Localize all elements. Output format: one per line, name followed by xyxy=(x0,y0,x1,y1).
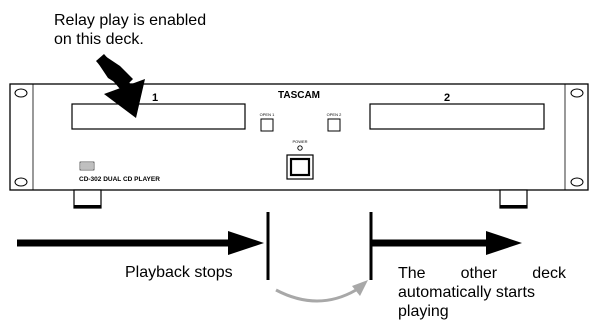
deck-1-label: 1 xyxy=(152,92,158,104)
foot-left-base xyxy=(74,205,101,208)
deck-2-tray xyxy=(369,103,545,130)
power-label: POWER xyxy=(292,139,307,144)
brand-logo: TASCAM xyxy=(278,90,320,101)
rack-hole-bottom-right xyxy=(570,177,584,187)
power-indicator xyxy=(297,145,303,151)
rack-hole-top-left xyxy=(14,88,28,98)
deck-1-tray xyxy=(71,103,246,130)
callout-line-1: Relay play is enabled xyxy=(54,12,207,29)
callout-arrow-shaft xyxy=(96,54,134,96)
rack-hole-top-right xyxy=(570,88,584,98)
playback-stops-label: Playback stops xyxy=(125,264,233,281)
callout-line-2: on this deck. xyxy=(54,31,144,48)
deck-2-label: 2 xyxy=(444,92,450,104)
compact-disc-logo xyxy=(79,161,95,171)
relay-callout-text: Relay play is enabled on this deck. xyxy=(54,11,206,49)
open-2-button[interactable] xyxy=(327,118,341,132)
other-deck-line-2: automatically starts xyxy=(398,284,535,301)
cd-player-panel: 1 2 TASCAM OPEN 1 OPEN 2 POWER CD-302 DU… xyxy=(9,83,589,191)
relay-curve-arrowhead xyxy=(352,280,368,296)
other-deck-line-3: playing xyxy=(398,303,449,320)
playback-arrowhead-right xyxy=(486,231,522,255)
other-deck-word-1: The xyxy=(398,265,426,282)
relay-curve-arrow xyxy=(275,288,357,303)
rack-feet xyxy=(73,189,528,209)
foot-right-base xyxy=(500,205,527,208)
rack-hole-bottom-left xyxy=(14,177,28,187)
open-2-label: OPEN 2 xyxy=(327,112,342,117)
model-label: CD-302 DUAL CD PLAYER xyxy=(79,176,160,183)
power-button-inner xyxy=(289,157,311,177)
other-deck-line-1: The other deck xyxy=(398,264,566,283)
other-deck-word-3: deck xyxy=(532,265,566,282)
open-1-label: OPEN 1 xyxy=(260,112,275,117)
other-deck-label: The other deck automatically starts play… xyxy=(398,264,566,321)
open-1-button[interactable] xyxy=(260,118,274,132)
other-deck-word-2: other xyxy=(460,265,498,282)
playback-arrowhead-left xyxy=(228,231,264,255)
